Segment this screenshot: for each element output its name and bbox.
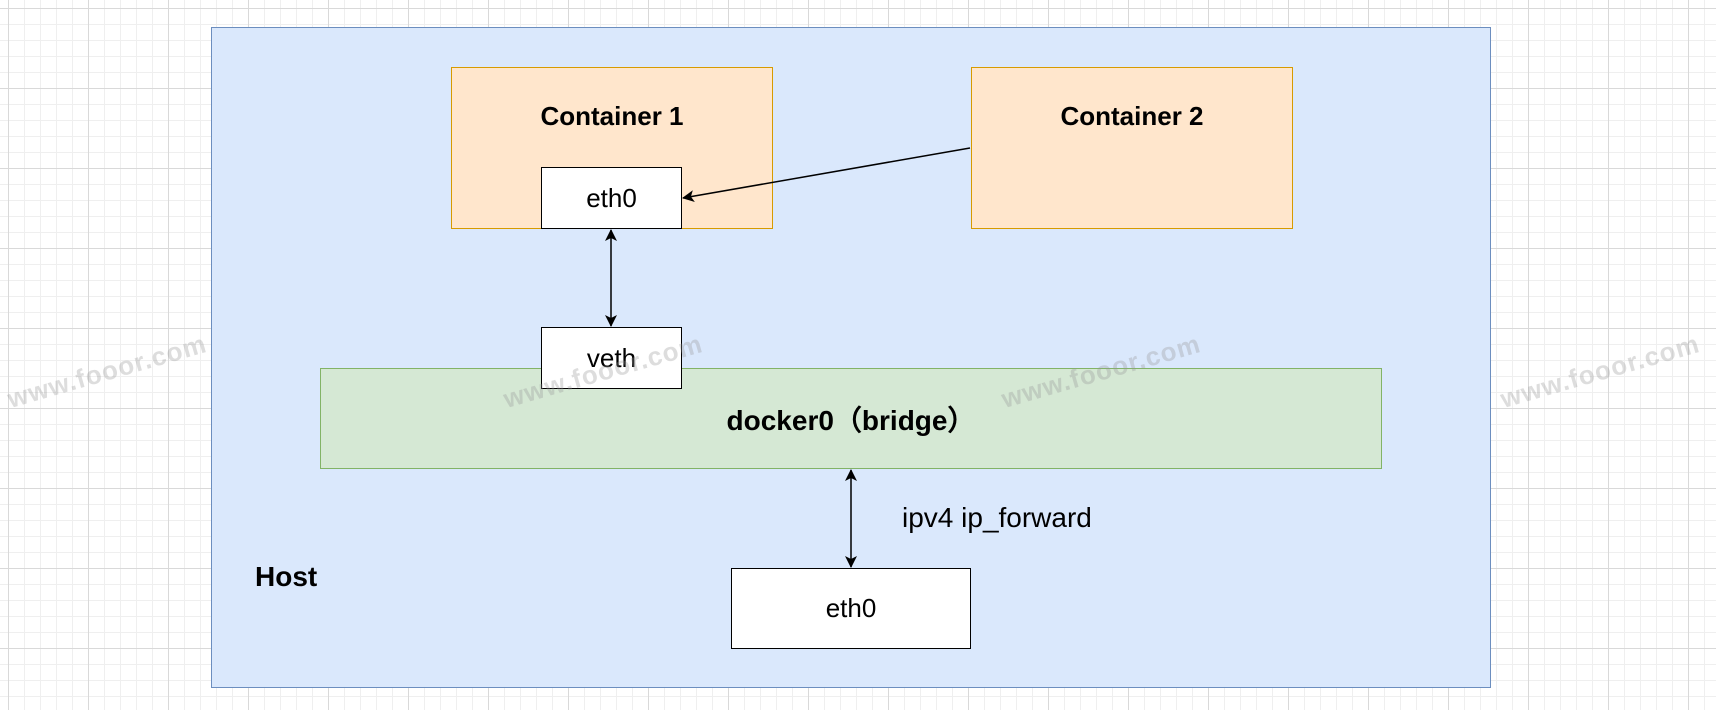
docker0-bridge: docker0（bridge） <box>320 368 1382 469</box>
host-eth0: eth0 <box>731 568 971 649</box>
bridge-label: docker0（bridge） <box>726 404 976 436</box>
container-1-title: Container 1 <box>540 101 684 131</box>
container-2-title: Container 2 <box>1060 101 1204 131</box>
host-label: Host <box>255 561 318 592</box>
host-eth0-label: eth0 <box>825 593 877 623</box>
container-1-eth0-label: eth0 <box>586 182 637 213</box>
container-1-eth0: eth0 <box>541 167 682 229</box>
veth-interface: veth <box>541 327 682 389</box>
container-2-box: Container 2 <box>971 67 1293 229</box>
ip-forward-label: ipv4 ip_forward <box>902 502 1092 533</box>
veth-label: veth <box>586 342 637 373</box>
container2-to-eth0-arrow <box>682 147 971 203</box>
